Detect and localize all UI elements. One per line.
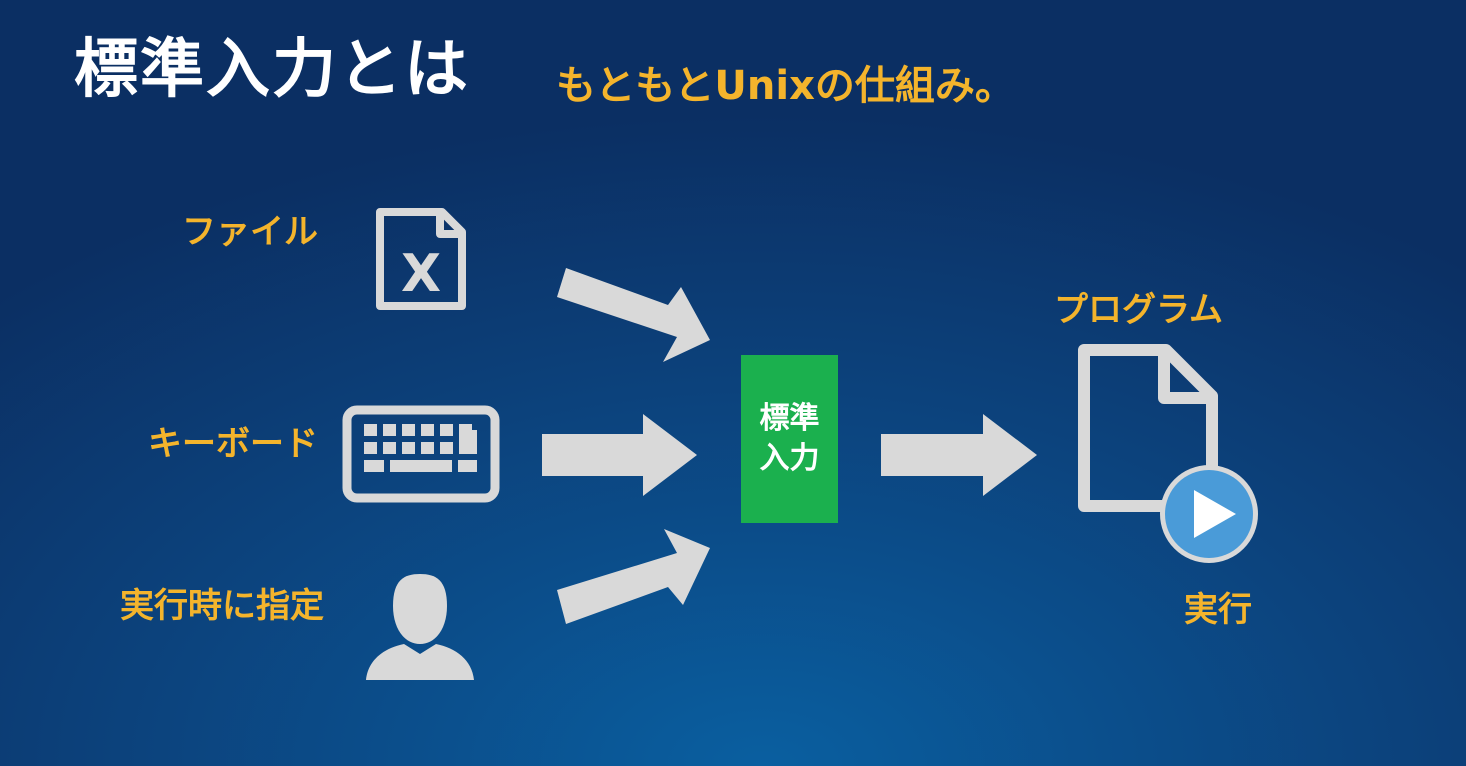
stdin-box: 標準入力 xyxy=(741,355,838,523)
slide-title: 標準入力とは xyxy=(74,33,470,107)
play-icon xyxy=(1160,465,1258,563)
input-label-file: ファイル xyxy=(182,212,318,252)
excel-file-icon: X xyxy=(376,208,466,310)
arrow-stdin-to-program xyxy=(881,414,1037,496)
stdin-box-label: 標準入力 xyxy=(759,401,820,476)
arrow-file-to-stdin xyxy=(557,268,710,362)
arrow-runtime-to-stdin xyxy=(557,529,710,624)
program-file-icon xyxy=(1078,344,1218,512)
svg-text:X: X xyxy=(401,244,441,304)
arrow-keyboard-to-stdin xyxy=(542,414,697,496)
output-label-program: プログラム xyxy=(1054,290,1223,330)
user-icon xyxy=(366,574,474,680)
input-label-keyboard: キーボード xyxy=(148,424,318,464)
output-label-run: 実行 xyxy=(1184,590,1252,630)
keyboard-icon xyxy=(342,405,500,503)
input-label-runtime: 実行時に指定 xyxy=(120,586,324,626)
slide-subtitle: もともとUnixの仕組み。 xyxy=(556,63,1015,109)
